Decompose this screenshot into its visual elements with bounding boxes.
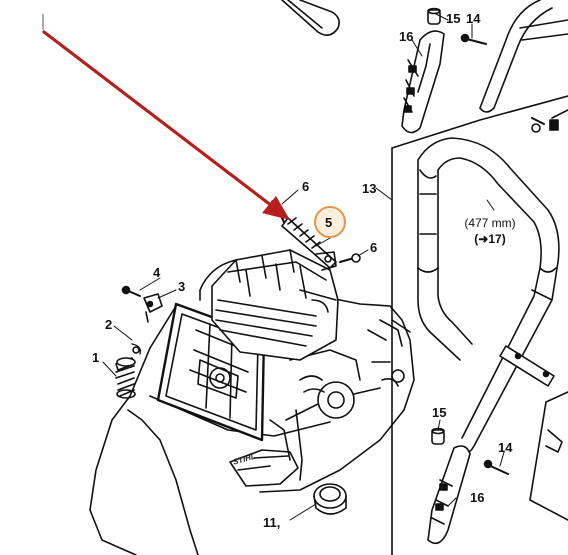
spring-part-1 — [115, 357, 136, 399]
pointer-arrow — [42, 30, 290, 220]
cylinder-engine — [211, 249, 339, 361]
lower-right-panel — [529, 391, 568, 521]
part-4 — [121, 285, 141, 297]
callout-6-right: 6 — [370, 240, 378, 255]
handlebar-tube — [417, 137, 560, 455]
callout-15-bottom: 15 — [432, 405, 447, 420]
callout-6-top: 6 — [302, 179, 310, 194]
callout-14-top: 14 — [466, 11, 481, 26]
spring-part-5 — [281, 217, 337, 271]
highlight-ring — [314, 206, 346, 238]
callout-14-bottom: 14 — [498, 440, 513, 455]
upper-sleeve-and-screw — [427, 7, 487, 45]
upper-mount-strip — [401, 30, 445, 134]
handlebar-reference: (➜17) — [474, 232, 506, 246]
callout-15-top: 15 — [446, 11, 461, 26]
lower-mount-strip — [427, 445, 471, 545]
handlebar-group-frame — [391, 95, 568, 555]
reference-number: 17 — [488, 232, 502, 246]
callout-5: 5 — [325, 215, 333, 230]
part-3 — [143, 293, 163, 323]
lower-sleeve-and-screw — [431, 427, 509, 475]
callout-16-bottom: 16 — [470, 490, 485, 505]
part-2 — [131, 343, 142, 355]
top-tube-part — [281, 0, 340, 36]
saw-housing — [89, 257, 415, 555]
callout-3: 3 — [178, 279, 186, 294]
callout-11: 11, — [263, 515, 281, 530]
screw-6-right — [339, 253, 361, 263]
handlebar-length-note: (477 mm) (➜17) — [452, 215, 528, 247]
callout-2: 2 — [105, 317, 113, 332]
callout-13: 13 — [362, 181, 377, 196]
reference-arrow-icon: ➜ — [478, 232, 489, 246]
callout-4: 4 — [153, 265, 161, 280]
rear-handle-rail — [479, 0, 568, 133]
callout-1: 1 — [92, 350, 100, 365]
leader-lines — [102, 13, 505, 521]
cap-part-11 — [313, 483, 347, 515]
callout-16-top: 16 — [399, 29, 414, 44]
handlebar-length: (477 mm) — [464, 216, 516, 230]
